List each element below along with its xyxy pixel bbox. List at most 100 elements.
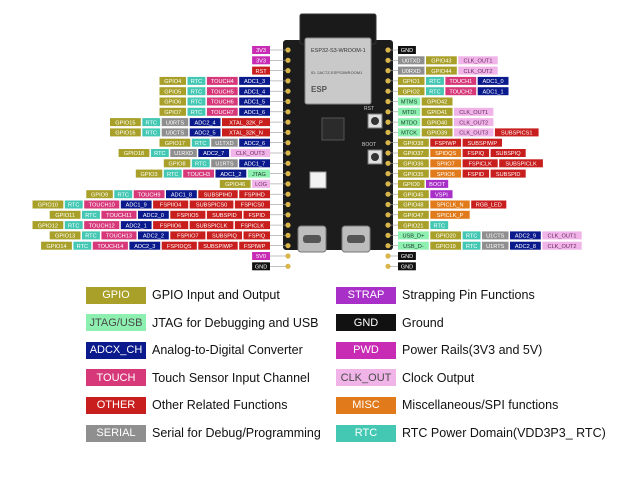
pin-label: GPIO37 [403,151,423,157]
pin-label: FSPIIO7 [177,234,198,240]
pin-label: SUBSPIHD [204,192,233,198]
pin-label: U1TXD [215,141,233,147]
pin-label-box [114,190,133,199]
header-pin [285,212,291,218]
pin-label-box [398,87,425,96]
pin-label: SPIDQS [435,151,456,157]
pin-label: GPIO47 [403,213,423,219]
pin-label-box [82,231,100,240]
pin-label: LOG [255,182,267,188]
pin-label-box [187,107,206,116]
legend-swatch: JTAG/USB [86,314,146,332]
pin-label: U1RTS [215,162,234,168]
pin-label: TOUCH2 [449,89,472,95]
module-id: ID: 2AC7Z-ESPS3WROOM1 [311,70,363,75]
pin-label-box [142,128,161,137]
pin-label-box [198,241,238,250]
pin-label: FSPIQ [467,151,484,157]
pin-label: TOUCH4 [211,79,234,85]
pin-label: ADC1_6 [244,110,265,116]
header-pin [385,222,391,228]
pin-label: SUBSPID [496,172,521,178]
pin-label: RTC [154,151,165,157]
pin-label-box [462,138,502,147]
pin-label: SUBSPIWP [203,244,233,250]
pin-label-box [189,221,234,230]
header-pin [385,191,391,197]
pin-label-box [426,87,444,96]
pin-label-box [430,221,449,230]
pin-label: GPIO13 [55,234,75,240]
pin-label: GPIO41 [427,110,447,116]
legend-description: Power Rails(3V3 and 5V) [402,343,543,358]
pin-label-box [462,149,490,157]
pin-label: RTC [429,79,440,85]
legend-swatch: SERIAL [86,424,146,442]
pin-label-box [398,76,425,85]
pin-label-box [454,118,494,127]
pin-label: TOUCH5 [211,89,234,95]
header-pin [385,68,391,74]
pin-label-box [398,262,416,271]
pin-label-box [198,190,238,199]
pin-label: GPIO45 [403,192,423,198]
pin-label-box [206,76,238,85]
header-pin [285,98,291,105]
pin-label: FSPIIO5 [177,213,198,219]
pin-label-box [133,190,165,199]
pin-label: ADC1_9 [126,203,147,209]
pin-label-box [32,221,64,230]
pin-label: RTC [118,192,129,198]
pin-label-box [243,210,270,219]
pin-label-box [187,97,206,106]
pin-label-box [421,128,453,137]
pin-label-box [206,210,242,219]
pin-label-box [110,118,141,127]
pin-label-box [462,231,481,240]
pin-label-box [49,231,81,240]
pin-label: TOUCH1 [449,79,472,85]
header-pin [385,232,391,238]
pin-label: GND [255,265,267,271]
pin-label-box [430,210,470,219]
pin-label: U1RXD [174,151,193,157]
pin-label-box [222,118,270,127]
pin-label-box [398,252,416,260]
header-pin [285,47,291,53]
pin-label-box [430,149,462,157]
pin-label-box [153,200,189,209]
pin-label-box [252,66,270,75]
header-pin [285,243,291,249]
header-pin [285,181,291,187]
pin-label: GPIO14 [46,244,66,250]
pin-label-box [426,66,457,75]
pin-label: XTAL_32K_N [229,131,263,137]
pin-label-box [398,190,429,199]
pin-label-box [189,200,234,209]
pin-label-box [170,210,206,219]
pin-label-box [159,107,186,116]
header-pin [385,243,391,249]
pin-label-box [170,149,197,157]
header-pin [385,253,391,259]
pin-label-box [239,107,270,116]
pin-label-box [163,169,182,178]
pin-label-box [170,231,206,240]
pin-label-box [477,76,509,85]
pin-label: GPIO16 [115,131,135,137]
pin-label-box [510,231,541,240]
pin-label: RTC [466,234,477,240]
rst-label: RST [364,106,374,112]
pin-label: SUBSPID [212,213,237,219]
pin-label-box [161,118,189,127]
pin-label: MTCK [401,131,417,137]
chip [321,117,345,141]
pin-label-box [482,231,509,240]
pin-label-box [92,241,128,250]
pin-label-box [153,221,189,230]
